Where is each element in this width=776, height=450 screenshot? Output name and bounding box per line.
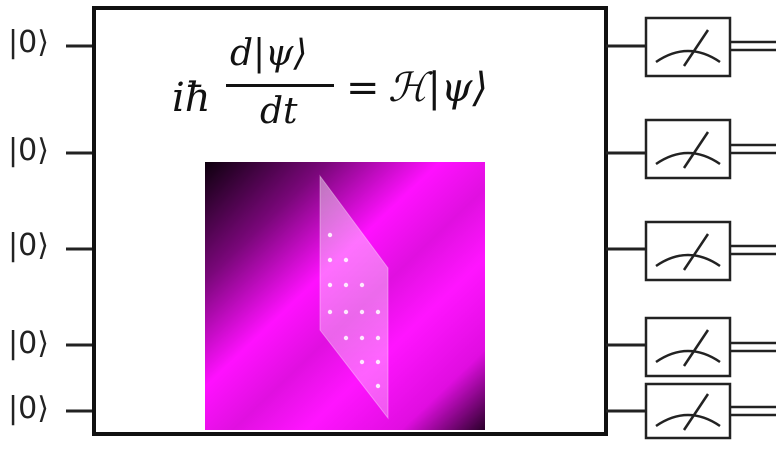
equals-sign: = (346, 65, 380, 111)
qubit-dot (359, 335, 365, 341)
qubit-dot (327, 282, 333, 288)
qubit-array-illustration (205, 162, 485, 430)
qubit-dot (359, 359, 365, 365)
input-ket-3: |0⟩ (8, 228, 49, 263)
input-ket-1: |0⟩ (8, 25, 49, 60)
qubit-dot (327, 257, 333, 263)
equation-denominator: dt (260, 91, 298, 132)
qubit-dot (343, 309, 349, 315)
equation-prefix: iħ (172, 75, 211, 121)
meter-icon (644, 220, 732, 282)
schrodinger-equation: iħ d|ψ⟩ dt = ℋ|ψ⟩ (150, 30, 550, 140)
qubit-dot (375, 335, 381, 341)
qubit-dot (375, 383, 381, 389)
input-ket-4: |0⟩ (8, 326, 49, 361)
qubit-dots (327, 232, 381, 389)
equation-rhs: ℋ|ψ⟩ (388, 65, 488, 111)
meter-icon (644, 118, 732, 180)
qubit-dot (375, 359, 381, 365)
glass-pane (319, 174, 389, 420)
qubit-dot (327, 309, 333, 315)
input-ket-2: |0⟩ (8, 133, 49, 168)
qubit-dot (375, 309, 381, 315)
qubit-dot (359, 309, 365, 315)
qubit-dot (343, 282, 349, 288)
equation-numerator: d|ψ⟩ (230, 33, 308, 74)
classical-wires (730, 40, 776, 417)
input-wires (66, 44, 94, 413)
qubit-dot (327, 232, 333, 238)
qubit-dot (343, 335, 349, 341)
meter-icon (644, 16, 732, 78)
qubit-dot (343, 257, 349, 263)
qubit-dot (359, 282, 365, 288)
output-wires (606, 44, 646, 413)
input-ket-5: |0⟩ (8, 391, 49, 426)
fraction-bar (226, 84, 334, 87)
meter-icon (644, 316, 732, 378)
meter-icon (644, 382, 732, 440)
